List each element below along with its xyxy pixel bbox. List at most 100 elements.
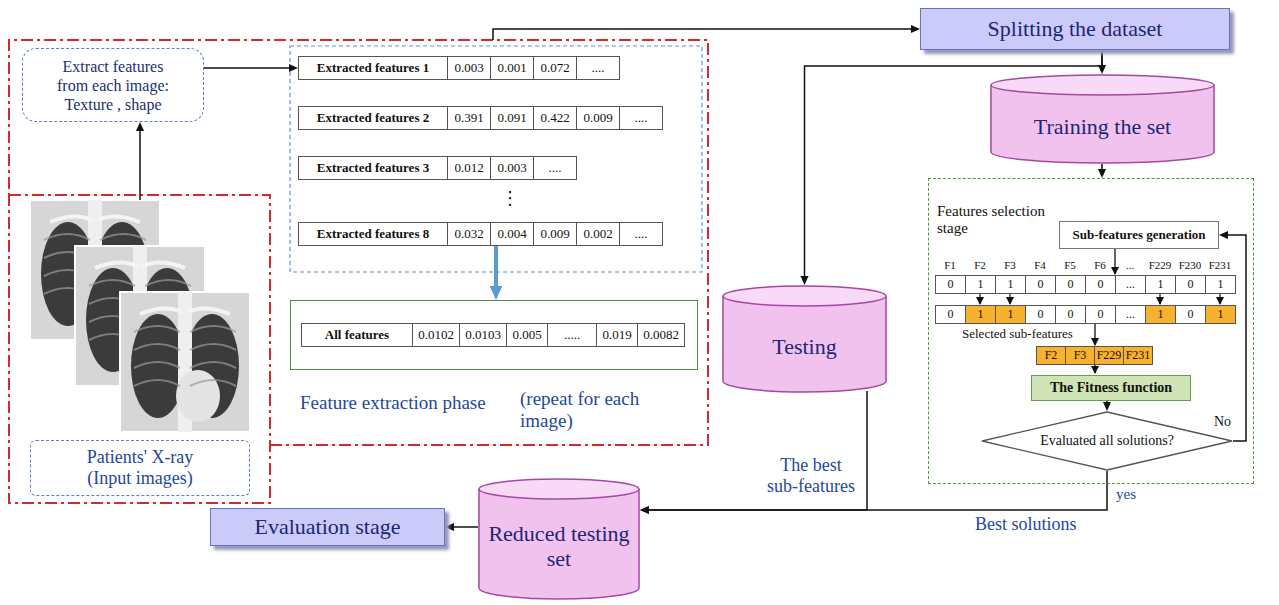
table-cell: .... [619,106,663,130]
node-text: Splitting the dataset [988,16,1163,42]
flow-arrow [979,294,980,304]
bit-cell: 0 [1175,305,1206,324]
table-cell: Extracted features 8 [298,222,448,246]
process-box: The Fitness function [1031,375,1191,401]
bit-cell: 1 [965,275,996,294]
decision-diamond: Evaluated all solutions? [981,411,1233,471]
feature-row: Extracted features 30.0120.003.... [298,156,577,180]
bit-cell: 1 [965,305,996,324]
node-text: Training the set [1034,100,1171,139]
data-cylinder: Testing [722,285,887,393]
table-cell: 0.072 [533,56,577,80]
node-text: Features selection stage [937,203,1052,237]
data-cylinder: Training the set [990,74,1215,164]
bit-cell: 0 [1055,305,1086,324]
bit-cell: 1 [1205,275,1236,294]
node-text: Testing [772,320,836,359]
connector [445,523,478,531]
node-text: Feature extraction phase [300,392,486,414]
feature-index: F229 [1145,257,1175,273]
table-cell: 0.032 [447,222,491,246]
cylinder-top [479,479,639,499]
table-cell: 0.012 [447,156,491,180]
ellipsis-mark: ⋮ [500,184,520,214]
table-cell: 0.003 [447,56,491,80]
bit-cell: ... [1115,305,1146,324]
table-cell: 0.009 [576,106,620,130]
bit-cell: 0 [1025,305,1056,324]
node-text: The Fitness function [1050,380,1172,396]
flow-note: Best solutions [975,514,1077,535]
connector-line [493,29,914,40]
flow-arrow [1114,249,1115,274]
table-cell: 0.004 [490,222,534,246]
arrow-head [1103,402,1111,411]
bit-cell: 1 [995,275,1026,294]
table-cell: ..... [547,323,597,347]
arrow-head [800,276,808,285]
edge-label: No [1214,414,1231,430]
node-text: Evaluated all solutions? [1040,433,1174,449]
process-box: Evaluation stage [210,508,445,546]
selected-cell: F229 [1094,346,1124,365]
arrow-head [136,122,144,131]
flow-note: The best sub-features [765,455,857,497]
process-box: Splitting the dataset [920,8,1230,50]
arrow-head [640,506,649,514]
connector-line [139,128,141,200]
node-text: Reduced testing set [484,507,634,571]
flow-arrow [1094,365,1095,373]
table-cell: 0.0103 [459,323,507,347]
bit-cell: 0 [1055,275,1086,294]
table-cell: .... [576,56,620,80]
feature-row: Extracted features 10.0030.0010.072.... [298,56,620,80]
connector [204,64,298,72]
table-cell: 0.002 [576,222,620,246]
connector [136,122,144,200]
connector-line [204,67,292,69]
selected-cell: F3 [1065,346,1095,365]
selected-cell: F231 [1123,346,1153,365]
bit-cell: 1 [1145,305,1176,324]
input-images: Patients' X-ray (Input images) [30,200,250,496]
table-cell: Extracted features 3 [298,156,448,180]
connector [1103,401,1111,411]
bit-cell: 0 [935,275,966,294]
feature-index: F3 [995,257,1025,273]
table-cell: 0.0102 [412,323,460,347]
arrow-head [445,523,454,531]
bit-cell: 0 [1175,275,1206,294]
table-cell: 0.005 [506,323,548,347]
arrow-head [640,506,649,514]
process-box: Extract features from each image: Textur… [22,48,204,122]
note-text: Selected sub-features [962,326,1073,341]
node-text: Extract features from each image: Textur… [48,57,178,114]
feature-index: ... [1115,257,1145,273]
table-frame [290,46,702,272]
feature-index: F2 [965,257,995,273]
flow-arrow [1219,294,1220,304]
connector [490,246,503,300]
table-cell: 0.019 [596,323,638,347]
arrow-head [911,25,920,33]
bit-cell: 0 [1025,275,1056,294]
bit-cell: 0 [1085,305,1116,324]
feature-index: F6 [1085,257,1115,273]
table-cell: Extracted features 2 [298,106,448,130]
connector [640,471,1107,514]
arrow-head [289,64,298,72]
connector-line [494,246,498,290]
table-cell: All features [301,323,413,347]
table-cell: .... [533,156,577,180]
table-cell: 0.003 [490,156,534,180]
connector [640,391,867,514]
bit-cell: 0 [935,305,966,324]
arrow-head [1219,231,1228,239]
feature-row: Extracted features 80.0320.0040.0090.002… [298,222,663,246]
table-cell: 0.422 [533,106,577,130]
region-outline [9,195,270,503]
bit-cell: 1 [1145,275,1176,294]
table-cell: .... [619,222,663,246]
arrow-head [490,286,503,300]
feature-index: F1 [935,257,965,273]
